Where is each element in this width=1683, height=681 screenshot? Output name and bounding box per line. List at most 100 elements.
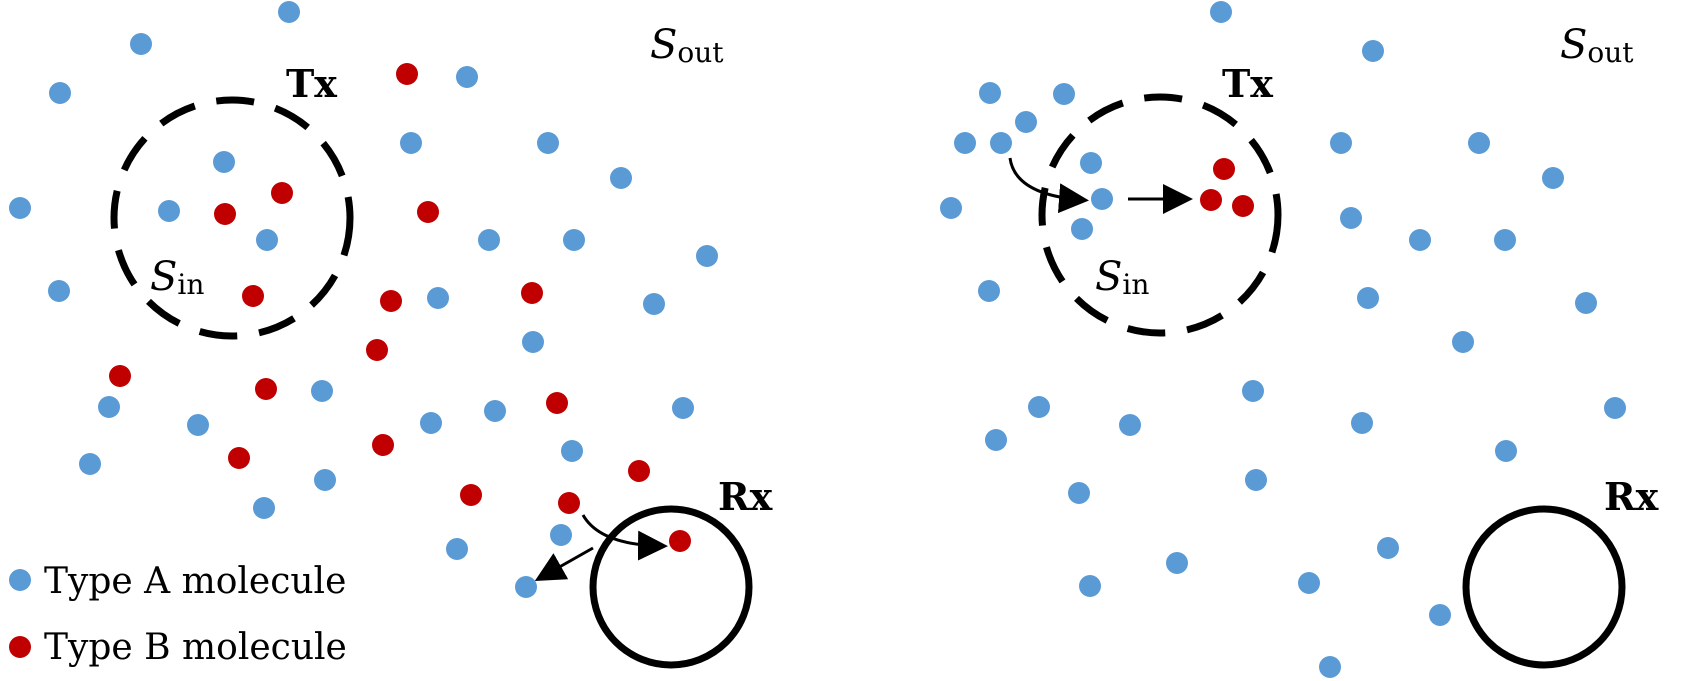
right-panel: Tx Rx Sout Sin — [940, 1, 1659, 678]
type-a-molecule — [1091, 188, 1113, 210]
type-a-molecule — [48, 280, 70, 302]
left-s-out-sub: out — [677, 36, 724, 69]
type-b-molecule — [396, 63, 418, 85]
type-a-molecule — [1604, 397, 1626, 419]
type-a-molecule — [537, 132, 559, 154]
type-a-molecule — [278, 1, 300, 23]
type-a-molecule — [1330, 132, 1352, 154]
type-a-molecule — [643, 293, 665, 315]
left-s-out-label: Sout — [650, 22, 724, 69]
type-a-molecule — [1575, 292, 1597, 314]
type-b-molecule — [214, 203, 236, 225]
right-s-in-main: S — [1095, 254, 1122, 300]
type-b-molecule — [417, 201, 439, 223]
left-panel: Tx Rx Sout Sin Type A molecule Type B mo… — [9, 1, 773, 669]
type-b-molecule — [521, 282, 543, 304]
right-s-in-sub: in — [1122, 268, 1149, 301]
left-tx-label: Tx — [286, 61, 337, 106]
type-a-molecule — [478, 229, 500, 251]
right-tx-label: Tx — [1222, 61, 1273, 106]
right-s-out-sub: out — [1587, 36, 1634, 69]
type-a-molecule — [314, 469, 336, 491]
type-b-molecule — [366, 339, 388, 361]
type-a-molecule — [561, 440, 583, 462]
type-b-molecule — [228, 447, 250, 469]
type-b-molecule — [271, 182, 293, 204]
legend: Type A molecule Type B molecule — [9, 561, 347, 668]
type-a-molecule — [420, 412, 442, 434]
type-b-molecule — [460, 484, 482, 506]
left-arrow-into-rx — [581, 514, 668, 561]
type-b-molecule — [628, 460, 650, 482]
type-a-molecule — [446, 538, 468, 560]
type-a-molecule — [1053, 83, 1075, 105]
right-s-out-label: Sout — [1560, 22, 1634, 69]
type-a-molecule — [311, 380, 333, 402]
type-a-molecule — [1377, 537, 1399, 559]
legend-type-b-label: Type B molecule — [44, 627, 347, 668]
type-a-molecule — [1452, 331, 1474, 353]
type-a-molecule — [954, 132, 976, 154]
type-a-molecule — [130, 33, 152, 55]
type-a-molecule — [484, 400, 506, 422]
type-a-molecule — [1242, 380, 1264, 402]
left-rx-circle — [589, 505, 753, 669]
type-a-molecule — [49, 82, 71, 104]
type-a-molecule — [1494, 229, 1516, 251]
type-a-molecule — [400, 132, 422, 154]
type-a-molecule — [1468, 132, 1490, 154]
left-tx-region — [110, 96, 354, 340]
type-a-molecule — [213, 151, 235, 173]
type-a-molecule — [187, 414, 209, 436]
type-a-molecule — [456, 66, 478, 88]
type-a-molecule — [1542, 167, 1564, 189]
type-b-molecule — [109, 365, 131, 387]
type-b-molecule — [669, 530, 691, 552]
left-rx-label: Rx — [718, 474, 773, 519]
type-a-molecule — [1357, 287, 1379, 309]
type-a-molecule — [158, 200, 180, 222]
type-b-molecule — [1200, 189, 1222, 211]
right-arrow-enter-tx — [1008, 157, 1089, 214]
type-a-molecule — [985, 429, 1007, 451]
type-a-molecule — [515, 576, 537, 598]
type-a-molecule — [978, 280, 1000, 302]
type-a-molecule — [79, 453, 101, 475]
right-s-in-label: Sin — [1095, 254, 1149, 301]
type-a-molecule — [1028, 396, 1050, 418]
type-a-molecule — [253, 497, 275, 519]
type-a-molecule — [563, 229, 585, 251]
left-s-out-main: S — [650, 22, 677, 68]
type-a-molecule — [1071, 218, 1093, 240]
type-a-molecule — [1119, 414, 1141, 436]
type-a-molecule — [9, 197, 31, 219]
type-b-molecule — [546, 392, 568, 414]
type-a-molecule — [1340, 207, 1362, 229]
type-a-molecule — [1079, 575, 1101, 597]
type-a-molecule — [1298, 572, 1320, 594]
type-a-molecule — [1409, 229, 1431, 251]
type-b-molecule — [372, 434, 394, 456]
right-molecules — [940, 1, 1626, 678]
type-a-molecule — [256, 229, 278, 251]
type-a-molecule — [1068, 482, 1090, 504]
type-a-molecule — [1080, 152, 1102, 174]
type-a-molecule — [427, 287, 449, 309]
right-s-out-main: S — [1560, 22, 1587, 68]
type-a-molecule — [98, 396, 120, 418]
type-a-molecule — [550, 524, 572, 546]
legend-type-a-label: Type A molecule — [44, 561, 346, 602]
type-b-molecule — [255, 378, 277, 400]
type-a-molecule — [979, 82, 1001, 104]
type-b-molecule — [1232, 195, 1254, 217]
type-a-molecule — [1362, 40, 1384, 62]
legend-type-b-dot — [9, 636, 31, 658]
left-arrow-bounce — [534, 546, 594, 581]
type-b-molecule — [242, 285, 264, 307]
left-molecules — [9, 1, 718, 598]
type-a-molecule — [1245, 469, 1267, 491]
type-a-molecule — [1351, 412, 1373, 434]
left-s-in-label: Sin — [150, 254, 204, 301]
type-a-molecule — [696, 245, 718, 267]
